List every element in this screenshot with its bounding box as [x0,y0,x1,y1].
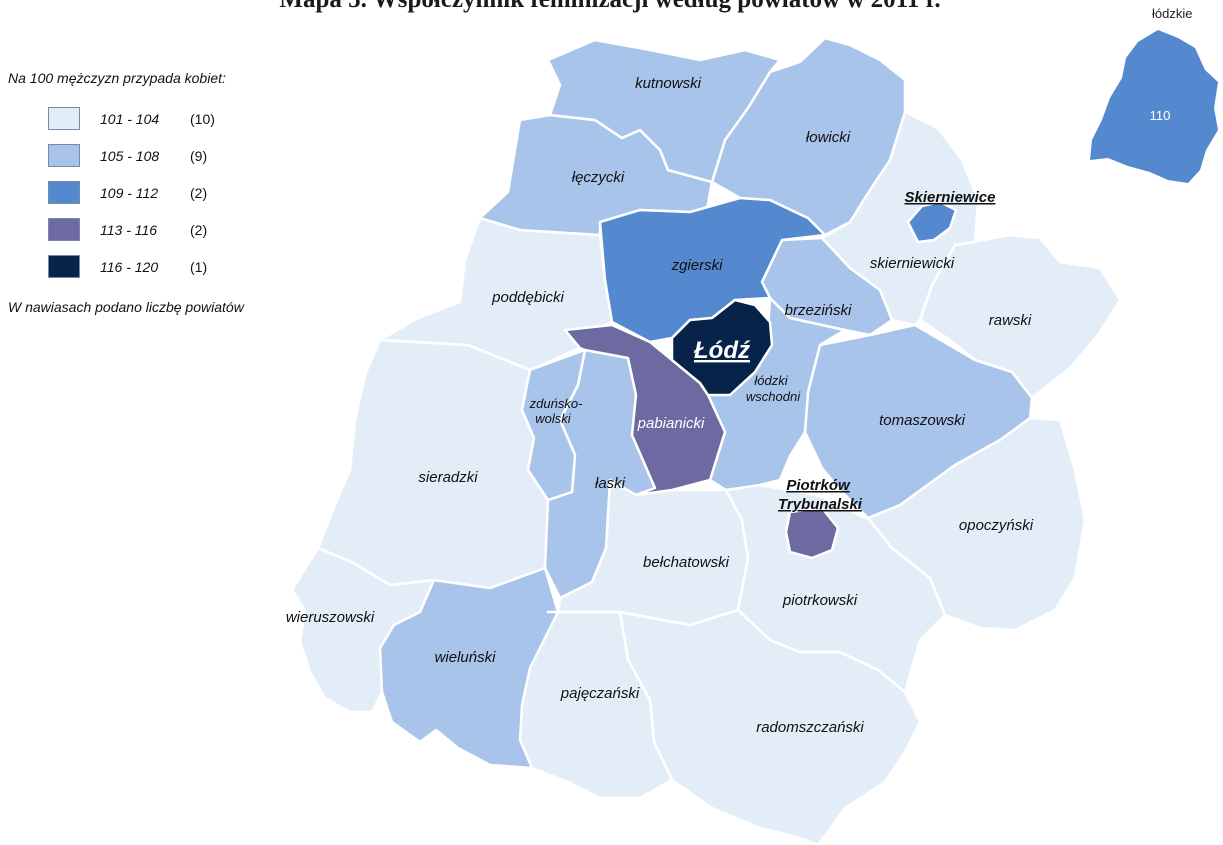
label-zdunskowolski-line1: zduńsko- [529,396,583,411]
label-leczycki: łęczycki [572,169,625,186]
region-zgierski [598,196,827,344]
legend-range: 113 - 116 [100,221,158,238]
label-belchatowski: bełchatowski [643,554,730,571]
label-skierniewicki: skierniewicki [870,255,955,272]
inset-value: 110 [1150,108,1171,123]
legend-note: W nawiasach podano liczbę powiatów [8,299,244,315]
legend-count: (10) [190,110,215,127]
legend-swatch [48,107,80,130]
legend-row: 113 - 116 (2) [8,211,338,248]
label-zdunskowolski-line2: wolski [535,411,572,426]
legend-range: 105 - 108 [100,147,160,164]
label-pabianicki: pabianicki [637,415,705,432]
label-radomszczanski: radomszczański [756,719,864,736]
region-rawski [918,233,1122,400]
label-sieradzki: sieradzki [418,469,478,486]
label-lowicki: łowicki [806,129,851,146]
region-zdunskowolski [520,348,587,502]
label-zgierski: zgierski [671,257,724,274]
legend-count: (2) [190,221,208,238]
label-wielunski: wieluński [435,649,497,666]
label-lodzki-wschodni-line2: wschodni [746,389,801,404]
label-piotrkowski: piotrkowski [782,592,858,609]
label-skierniewice: Skierniewice [905,189,996,206]
label-wieruszowski: wieruszowski [286,609,375,626]
legend-row: 105 - 108 (9) [8,137,338,174]
label-lodzki-wschodni-line1: łódzki [754,373,788,388]
legend-swatch [48,181,80,204]
region-skierniewice [906,200,958,244]
inset-label: łódzkie [1152,6,1193,21]
label-brzezinski: brzeziński [785,302,852,319]
region-piotrkow [784,506,840,560]
region-lodz [670,298,774,397]
label-piotrkow-line1: Piotrków [786,477,851,494]
legend-range: 116 - 120 [100,258,159,275]
label-kutnowski: kutnowski [635,75,702,92]
region-piotrkowski [724,483,947,694]
label-pajeczanski: pajęczański [560,685,640,702]
legend-count: (9) [190,147,208,164]
legend-swatch [48,218,80,241]
label-lodz: Łódź [693,337,751,364]
region-wielunski [378,566,560,770]
region-kutnowski [546,38,782,184]
legend-swatch [48,255,80,278]
legend-row: 109 - 112 (2) [8,174,338,211]
legend-count: (2) [190,184,208,201]
legend-swatch [48,144,80,167]
label-laski: łaski [595,475,626,492]
label-opoczynski: opoczyński [959,517,1034,534]
legend-range: 101 - 104 [100,110,160,127]
label-poddebicki: poddębicki [491,289,564,306]
legend-count: (1) [190,258,208,275]
map-title: Mapa 5. Współczynnik feminizacji według … [180,0,1040,14]
legend-heading: Na 100 mężczyzn przypada kobiet: [8,70,226,86]
legend-row: 101 - 104 (10) [8,100,338,137]
region-sieradzki [316,338,550,590]
legend: Na 100 mężczyzn przypada kobiet: 101 - 1… [8,70,338,315]
legend-range: 109 - 112 [100,184,159,201]
label-tomaszowski: tomaszowski [879,412,966,429]
region-tomaszowski [803,323,1034,520]
legend-row: 116 - 120 (1) [8,248,338,285]
label-piotrkow-line2: Trybunalski [778,496,863,513]
region-pabianicki [563,323,727,497]
label-rawski: rawski [989,312,1032,329]
inset-region [1090,30,1218,183]
